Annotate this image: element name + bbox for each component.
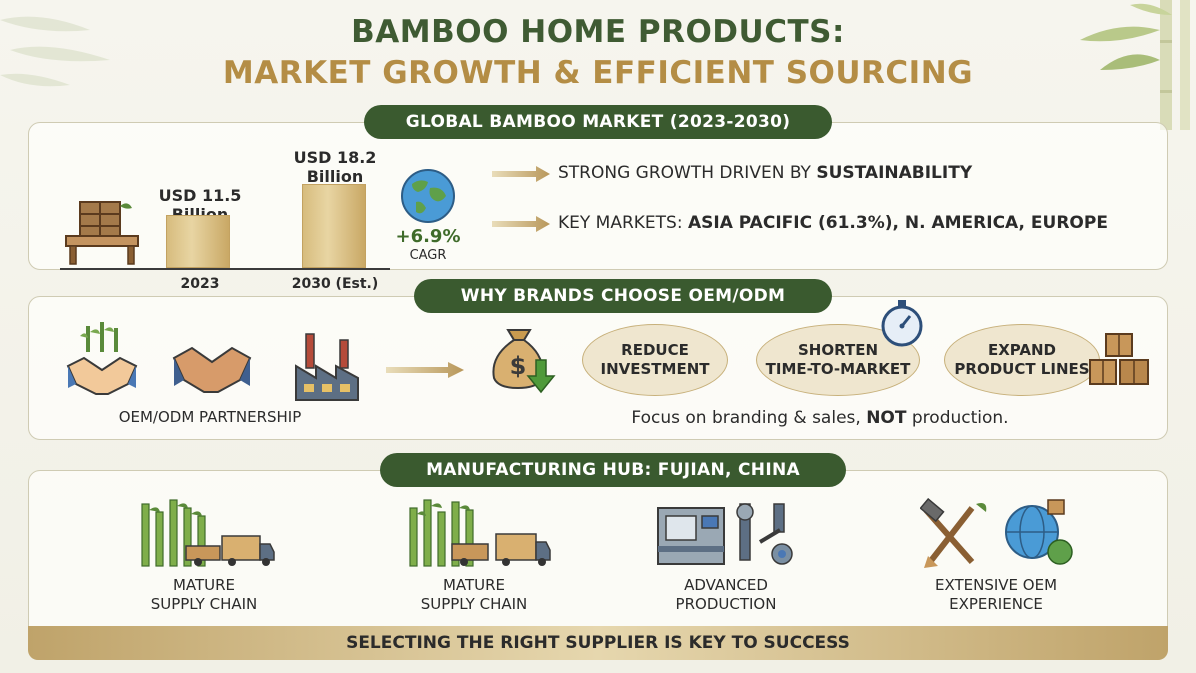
page-title-line2: MARKET GROWTH & EFFICIENT SOURCING [222,55,974,91]
bar-2023 [166,215,230,268]
bamboo-stalks-right-icon [1080,0,1190,130]
stopwatch-icon [881,300,923,347]
bar-2030-year: 2030 (Est.) [291,276,379,292]
bar-2030 [302,184,366,268]
footer-banner: SELECTING THE RIGHT SUPPLIER IS KEY TO S… [28,626,1168,660]
page-title-line1: BAMBOO HOME PRODUCTS: [351,14,845,50]
focus-prefix: Focus on branding & sales, [631,408,867,428]
markets-point-bold: ASIA PACIFIC (61.3%), N. AMERICA, EUROPE [687,213,1108,233]
tools-globe-icon [920,498,1073,568]
focus-statement: Focus on branding & sales, NOT productio… [560,408,1080,428]
market-banner: GLOBAL BAMBOO MARKET (2023-2030) [364,105,832,139]
partnership-label: OEM/ODM PARTNERSHIP [118,408,302,426]
arrow-right-icon [492,216,550,232]
bar-2030-unit: Billion [306,167,364,186]
arrow-right-icon [492,166,550,182]
benefit-line2: TIME-TO-MARKET [765,360,911,378]
money-bag-icon: $ [492,329,556,394]
bamboo-leaves-left-icon [0,16,110,87]
bar-2030-value: USD 18.2 [293,148,377,167]
hub-item-line1: EXTENSIVE OEM [934,576,1058,594]
benefit-line2: INVESTMENT [600,360,710,378]
growth-point: STRONG GROWTH DRIVEN BY SUSTAINABILITY [558,163,972,183]
focus-suffix: production. [906,408,1009,428]
benefit-line1: EXPAND [987,341,1057,359]
cagr-label: CAGR [409,248,447,263]
svg-text:$: $ [510,352,527,380]
hub-item-line2: SUPPLY CHAIN [420,595,528,613]
hub-item-line2: PRODUCTION [675,595,777,613]
arrow-right-icon [386,362,464,378]
hub-item-line2: SUPPLY CHAIN [150,595,258,613]
bar-2030-value-label: USD 18.2 Billion [270,148,400,186]
benefit-line2: PRODUCT LINES [954,360,1090,378]
markets-point: KEY MARKETS: ASIA PACIFIC (61.3%), N. AM… [558,213,1108,233]
hub-item-line1: MATURE [172,576,236,594]
focus-bold: NOT [866,408,907,428]
hub-banner: MANUFACTURING HUB: FUJIAN, CHINA [380,453,846,487]
globe-icon [401,169,455,223]
baseline [60,268,390,270]
hub-item-line1: MATURE [442,576,506,594]
bar-2023-value: USD 11.5 [158,186,242,205]
growth-point-bold: SUSTAINABILITY [816,163,973,183]
benefit-line1: SHORTEN [797,341,879,359]
cnc-machine-tools-icon [657,503,793,565]
boxes-icon [1089,333,1149,385]
cagr-value: +6.9% [395,226,461,247]
handshake-bamboo-icon [66,322,138,395]
handshake-icon [172,346,252,393]
oem-banner: WHY BRANDS CHOOSE OEM/ODM [414,279,832,313]
hub-item-line1: ADVANCED [684,576,768,594]
bar-2023-year: 2023 [180,276,220,292]
factory-icon [295,333,359,401]
benefit-line1: REDUCE [621,341,689,359]
growth-point-prefix: STRONG GROWTH DRIVEN BY [558,163,817,183]
markets-point-prefix: KEY MARKETS: [558,213,688,233]
hub-item-line2: EXPERIENCE [949,595,1043,613]
bamboo-truck-icon [141,499,275,567]
bamboo-truck-icon [409,499,551,567]
bamboo-bench-icon [65,201,139,265]
